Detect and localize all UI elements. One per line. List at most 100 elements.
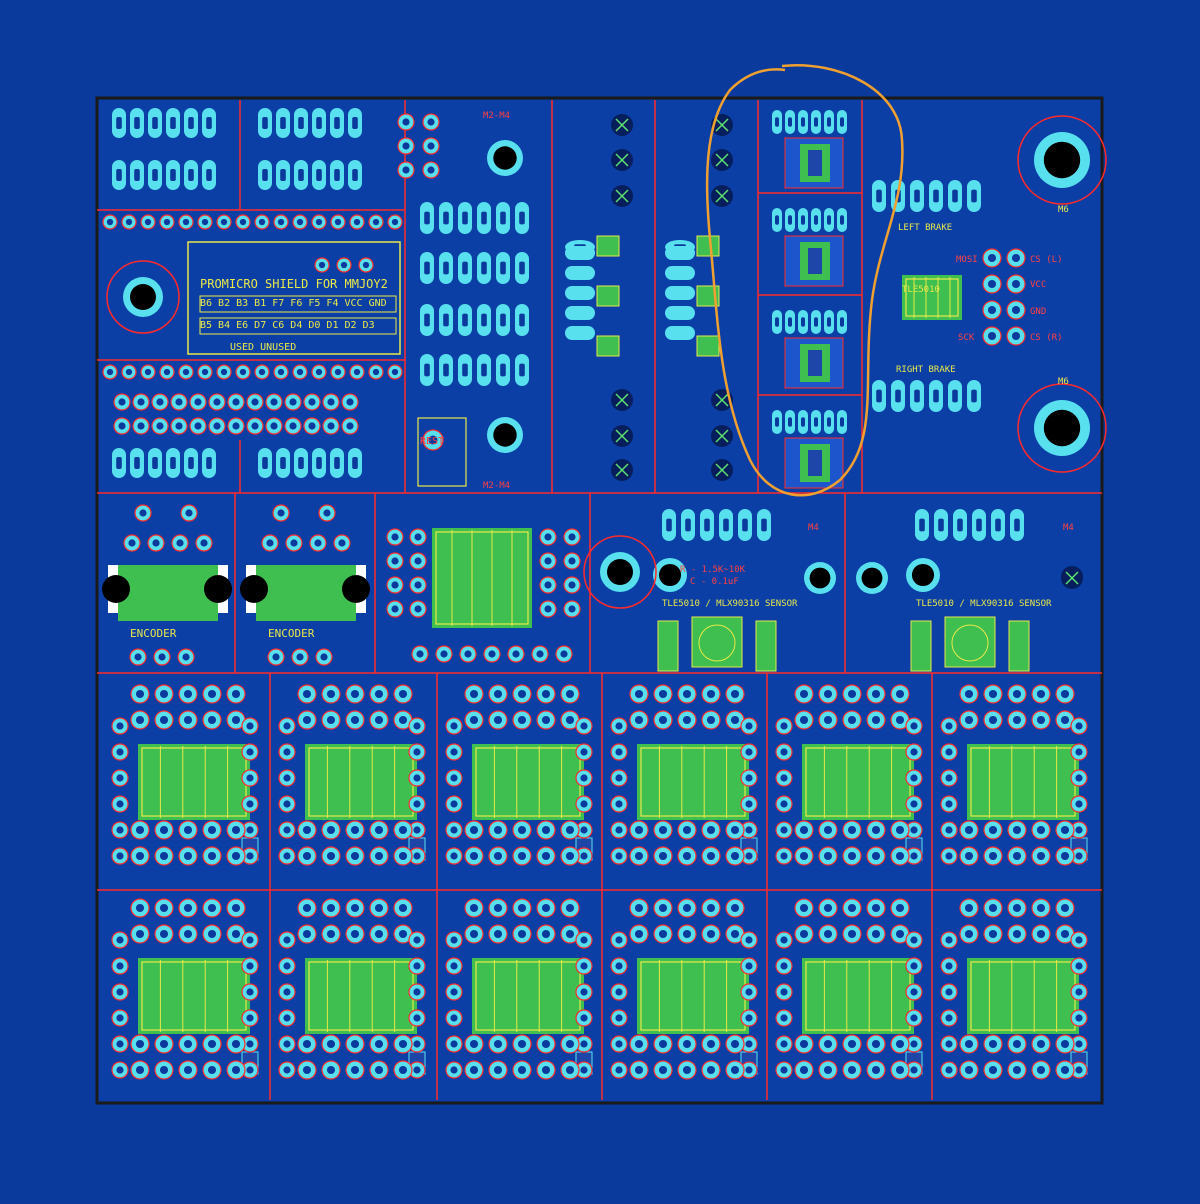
gnd-label: GND [1030,307,1046,317]
m2-bottom-label: M2-M4 [483,481,510,491]
matrix-cell-b-4-chip [802,958,914,1034]
matrix-cell-a-4-pads-bot [794,820,910,840]
matrix-cell-b-0-pads-left [111,931,129,1079]
matrix-cell-a-5-pads-bot [959,820,1075,840]
matrix-cell-b-4-pads-left [775,931,793,1079]
matrix-cell-a-0-pads-left [111,717,129,865]
matrix-cell-a-5-pads-left [940,717,958,865]
matrix-cell-a-1-chip [305,744,417,820]
matrix-cell-b-3-pads-bot [629,1034,745,1054]
hall-sensor-a-label: TLE5010 / MLX90316 SENSOR [662,599,798,609]
dip-right2 [563,528,581,618]
matrix-cell-b-2-pads-top2 [464,924,580,944]
matrix-cell-b-3-pads-top [629,898,745,918]
silkscreen-layer [187,241,467,487]
matrix-cell-b-3-pads-bot2 [629,1060,745,1080]
used-unused-label: USED UNUSED [230,342,296,353]
c-values-label: C - 0.1uF [690,577,739,587]
matrix-cell-b-2-chip [472,958,584,1034]
header-6 [258,448,362,478]
header-3 [112,160,216,190]
header-5 [112,448,216,478]
matrix-cell-b-3-pads-top2 [629,924,745,944]
r-values-label: R - 1.5K~10K [680,565,746,575]
encoder-1-label: ENCODER [130,627,177,640]
sensor-module-0 [784,137,844,189]
pin-strip-bottom [102,364,403,380]
matrix-cell-b-5-pads-left [940,931,958,1079]
mount-hole-m6-top [1017,115,1107,205]
matrix-cell-a-2-chip [472,744,584,820]
matrix-cell-b-1-pads-bot2 [297,1060,413,1080]
right-brake-label: RIGHT BRAKE [896,365,956,375]
sensor-module-2 [784,337,844,389]
shield-title: PROMICRO SHIELD FOR MMJOY2 [200,277,388,291]
via-cross-4 [611,425,633,447]
matrix-cell-a-4-pads-right [905,717,923,865]
dip-bottom [411,645,573,663]
brake-pin-grid [982,248,1026,346]
header-2 [258,108,362,138]
matrix-cell-a-2-pads-bot2 [464,846,580,866]
matrix-cell-b-2-pads-bot2 [464,1060,580,1080]
matrix-cell-a-1-pads-bot2 [297,846,413,866]
matrix-cell-b-3-pads-left [610,931,628,1079]
matrix-cell-b-5-pads-bot2 [959,1060,1075,1080]
via-cross-10 [711,425,733,447]
sensor-header-1 [772,208,847,232]
matrix-cell-b-0-pads-top2 [130,924,246,944]
sensor-module-1 [784,235,844,287]
pin-row-1: B6 B2 B3 B1 F7 F6 F5 F4 VCC GND [200,298,387,309]
sck-label: SCK [958,333,975,343]
matrix-cell-b-3-pads-right [740,931,758,1079]
matrix-cell-b-2-pads-right [575,931,593,1079]
m4-a-label: M4 [808,523,819,533]
matrix-cell-a-2-pads-top [464,684,580,704]
matrix-cell-b-4-pads-bot2 [794,1060,910,1080]
matrix-cell-b-1-pads-top [297,898,413,918]
matrix-cell-a-5-pads-top2 [959,710,1075,730]
matrix-cell-a-0-pads-bot [130,820,246,840]
cs-l-label: CS (L) [1030,255,1063,265]
matrix-cell-a-0-pads-bot2 [130,846,246,866]
via-cross-8 [711,185,733,207]
pin-strip-top [102,214,403,230]
dip-left2 [409,528,427,618]
matrix-cell-a-0-pads-top [130,684,246,704]
matrix-cell-a-2-pads-left [445,717,463,865]
matrix-cell-b-0-pads-right [241,931,259,1079]
sensor-header-2 [772,310,847,334]
matrix-cell-a-4-pads-left [775,717,793,865]
dip-right [539,528,557,618]
hall-header-0 [662,509,771,541]
matrix-cell-a-3-chip [637,744,749,820]
highlight-annotation [705,64,904,497]
mount-hole-left [106,260,180,334]
via-cross-7 [711,149,733,171]
dense-pad-grid [113,393,359,435]
matrix-cell-b-0-pads-bot2 [130,1060,246,1080]
mosfet-pads [397,113,440,179]
m6-top-label: M6 [1058,205,1069,215]
matrix-cell-a-0-pads-top2 [130,710,246,730]
sensor-header-0 [772,110,847,134]
matrix-cell-a-3-pads-bot [629,820,745,840]
matrix-cell-a-1-pads-left [278,717,296,865]
matrix-cell-a-4-pads-top2 [794,710,910,730]
matrix-cell-b-0-pads-top [130,898,246,918]
encoder-bottom-1 [129,648,195,666]
mount-hole-hall-left [583,535,657,609]
encoder-bottom-2 [267,648,333,666]
via-cross-3 [611,389,633,411]
hall-right-via [1061,567,1083,589]
pin-row-2: B5 B4 E6 D7 C6 D4 D0 D1 D2 D3 [200,320,375,331]
via-cross-1 [611,149,633,171]
rest-label: REST [420,436,444,447]
via-cross-5 [611,459,633,481]
matrix-cell-b-2-pads-left [445,931,463,1079]
header-1 [112,108,216,138]
mount-hole-m2-top [487,140,523,176]
matrix-cell-b-5-pads-right [1070,931,1088,1079]
